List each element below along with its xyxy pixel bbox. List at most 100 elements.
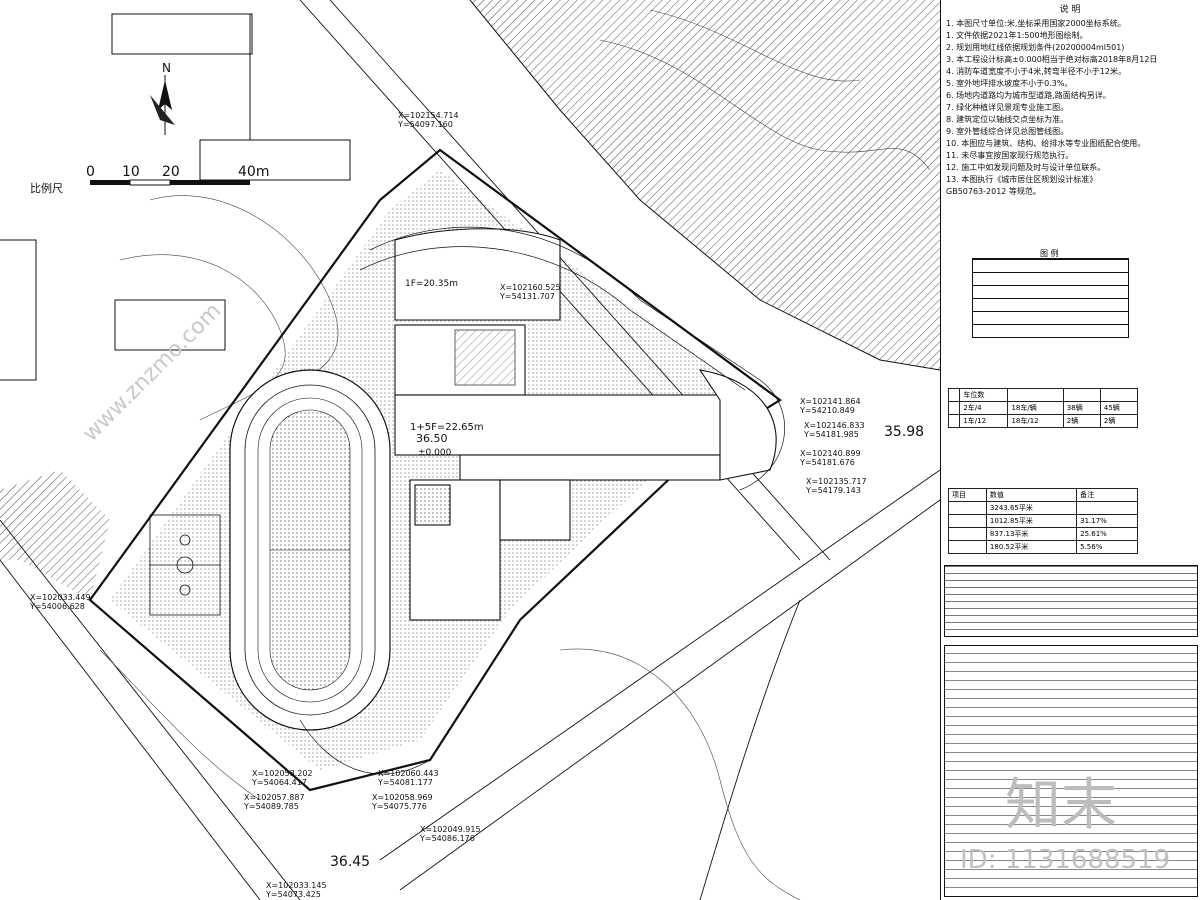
coordinate-y: Y=54181.985 xyxy=(803,430,859,439)
note-line: 8. 建筑定位以轴线交点坐标为准。 xyxy=(946,115,1069,124)
table-cell xyxy=(947,401,961,415)
basketball-court xyxy=(149,514,221,616)
schedule-table xyxy=(944,565,1198,637)
coordinate-y: Y=54089.785 xyxy=(243,802,299,811)
table-cell: 45辆 xyxy=(1099,401,1139,415)
coordinate-y: Y=54081.177 xyxy=(377,778,433,787)
table-cell: 车位数 xyxy=(959,388,1009,402)
table-cell: 数值 xyxy=(985,488,1078,502)
coordinate-labels: X=102154.714 Y=54097.160 X=102160.525 Y=… xyxy=(29,111,867,899)
scale-tick-40: 40m xyxy=(238,164,269,180)
table-cell xyxy=(948,514,987,528)
note-line: 2. 规划用地红线依据规划条件(20200004ml501) xyxy=(946,43,1125,52)
coordinate-x: X=102140.899 xyxy=(800,449,861,458)
table-cell: 180.52平米 xyxy=(985,540,1078,554)
coordinate-y: Y=54073.425 xyxy=(265,890,321,899)
level-label: ±0.000 xyxy=(418,448,452,458)
coordinate-x: X=102058.202 xyxy=(252,769,313,778)
coordinate-x: X=102033.145 xyxy=(266,881,327,890)
scale-bar: 0 10 20 40m 比例尺 xyxy=(30,164,269,195)
coordinate-x: X=102160.525 xyxy=(500,283,561,292)
table-cell: 1012.85平米 xyxy=(985,514,1078,528)
coordinate-y: Y=54210.849 xyxy=(799,406,855,415)
building-height-label: 1+5F=22.65m xyxy=(410,422,484,433)
table-cell: 1车/12 xyxy=(959,414,1009,428)
coordinate-y: Y=54075.776 xyxy=(371,802,427,811)
table-cell xyxy=(948,501,987,515)
scale-label: 比例尺 xyxy=(30,181,63,195)
table-cell: 3243.65平米 xyxy=(985,501,1078,515)
design-notes: 说 明 1. 本图尺寸单位:米,坐标采用国家2000坐标系统。 1. 文件依据2… xyxy=(946,4,1194,198)
table-cell: 25.61% xyxy=(1076,527,1138,541)
notes-title: 说 明 xyxy=(1059,5,1081,15)
drawing-list-table xyxy=(944,645,1198,897)
note-line: 6. 场地内道路均为城市型道路,路面结构另详。 xyxy=(946,91,1111,100)
note-line: 10. 本图应与建筑、结构、给排水等专业图纸配合使用。 xyxy=(946,139,1146,148)
note-line: 13. 本图执行《城市居住区规划设计标准》 xyxy=(946,175,1098,184)
scale-tick-0: 0 xyxy=(86,164,95,180)
level-label: 35.98 xyxy=(884,424,924,440)
buildings xyxy=(394,228,777,621)
coordinate-x: X=102057.887 xyxy=(244,793,305,802)
note-line: 4. 消防车道宽度不小于4米,转弯半径不小于12米。 xyxy=(946,67,1126,76)
coordinate-x: X=102049.915 xyxy=(420,825,481,834)
table-cell: 18车/12 xyxy=(1007,414,1064,428)
coordinate-x: X=102146.833 xyxy=(804,421,865,430)
note-line: 5. 室外地坪排水坡度不小于0.3%。 xyxy=(946,79,1073,88)
table-cell: 2辆 xyxy=(1099,414,1139,428)
table-cell: 837.13平米 xyxy=(985,527,1078,541)
note-line: GB50763-2012 等规范。 xyxy=(946,187,1041,196)
table-cell xyxy=(947,388,961,402)
table-cell: 备注 xyxy=(1076,488,1138,502)
coordinate-x: X=102060.443 xyxy=(378,769,439,778)
table-cell xyxy=(1076,501,1138,515)
walkway-curves xyxy=(299,226,785,775)
table-cell xyxy=(1062,388,1101,402)
level-label: 36.50 xyxy=(416,432,448,445)
north-label: N xyxy=(162,61,171,75)
table-cell: 5.56% xyxy=(1076,540,1138,554)
coordinate-x: X=102058.969 xyxy=(372,793,433,802)
table-cell xyxy=(948,540,987,554)
table-cell: 18车/辆 xyxy=(1007,401,1064,415)
table-cell: 38辆 xyxy=(1062,401,1101,415)
coordinate-x: X=102033.449 xyxy=(30,593,91,602)
coordinate-x: X=102135.717 xyxy=(806,477,867,486)
coordinate-y: Y=54006.628 xyxy=(29,602,85,611)
coordinate-y: Y=54064.417 xyxy=(251,778,307,787)
coordinate-y: Y=54097.160 xyxy=(397,120,453,129)
building-height-label: 1F=20.35m xyxy=(405,279,458,289)
coordinate-x: X=102141.864 xyxy=(800,397,861,406)
table-cell xyxy=(947,414,961,428)
scale-tick-10: 10 xyxy=(122,164,140,180)
north-arrow-icon: N xyxy=(150,61,175,135)
legend-title: 图 例 xyxy=(1040,249,1059,258)
note-line: 3. 本工程设计标高±0.000相当于绝对标高2018年8月12日 xyxy=(946,55,1158,64)
table-cell: 2辆 xyxy=(1062,414,1101,428)
table-cell: 项目 xyxy=(948,488,987,502)
table-cell xyxy=(1099,388,1139,402)
coordinate-y: Y=54131.707 xyxy=(499,292,555,301)
running-track xyxy=(229,369,391,731)
coordinate-y: Y=54179.143 xyxy=(805,486,861,495)
table-cell xyxy=(1007,388,1064,402)
coordinate-y: Y=54086.176 xyxy=(419,834,475,843)
level-label: 36.45 xyxy=(330,854,370,870)
legend-box xyxy=(972,258,1129,338)
note-line: 9. 室外管线综合详见总图管线图。 xyxy=(946,127,1069,136)
note-line: 11. 未尽事宜按国家现行规范执行。 xyxy=(946,151,1074,160)
id-watermark: ID: 1131688519 xyxy=(960,845,1171,875)
adjacent-buildings xyxy=(0,13,351,381)
table-cell: 2车/4 xyxy=(959,401,1009,415)
scale-tick-20: 20 xyxy=(162,164,180,180)
coordinate-y: Y=54181.676 xyxy=(799,458,855,467)
note-line: 12. 施工中如发现问题及时与设计单位联系。 xyxy=(946,163,1106,172)
note-line: 1. 本图尺寸单位:米,坐标采用国家2000坐标系统。 xyxy=(946,19,1126,28)
brand-watermark: 知末 xyxy=(1005,773,1117,838)
coordinate-x: X=102154.714 xyxy=(398,111,459,120)
hillside-hatch xyxy=(0,0,941,600)
note-line: 1. 文件依据2021年1:500地形图绘制。 xyxy=(946,31,1088,40)
